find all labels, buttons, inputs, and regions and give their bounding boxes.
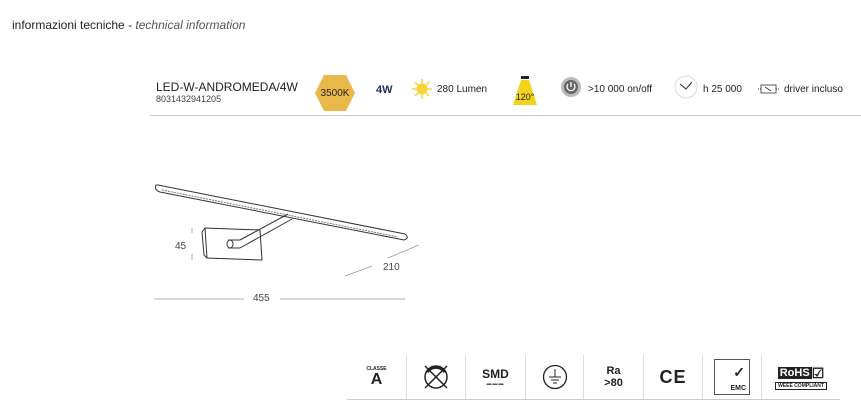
clock-icon xyxy=(674,75,698,99)
title-italian: informazioni tecniche xyxy=(12,18,125,32)
footer-divider xyxy=(347,399,840,400)
product-code: 8031432941205 xyxy=(156,94,222,104)
smd-badge: SMD ▬▬▬ xyxy=(465,355,525,399)
ra-label: Ra xyxy=(606,365,621,377)
ground-badge xyxy=(525,355,583,399)
driver-icon xyxy=(758,84,779,94)
beam-angle: 120° xyxy=(515,92,535,102)
ra-value: >80 xyxy=(604,377,623,389)
title-english: technical information xyxy=(135,18,246,32)
emc-badge: ✓ EMC xyxy=(702,355,761,399)
energy-class-badge: CLASSE A xyxy=(347,355,406,399)
power: 4W xyxy=(376,84,393,96)
weee-label: WEEE COMPLIANT xyxy=(775,381,827,390)
smd-chips-icon: ▬▬▬ xyxy=(486,381,505,387)
dimension-height: 45 xyxy=(175,241,187,252)
rohs-label: RoHS xyxy=(777,367,812,379)
title-separator: - xyxy=(128,18,133,32)
smd-label: SMD xyxy=(482,367,509,381)
sun-icon xyxy=(412,79,432,99)
emc-icon: ✓ EMC xyxy=(714,359,750,395)
rohs-badge: RoHS☑ WEEE COMPLIANT xyxy=(761,355,840,399)
class-label: CLASSE xyxy=(366,366,387,372)
power-button-icon xyxy=(561,77,581,97)
section-title: informazioni tecniche - technical inform… xyxy=(12,18,245,32)
no-dimmer-badge xyxy=(406,355,465,399)
switching-cycles: >10 000 on/off xyxy=(588,84,653,95)
dimension-width: 455 xyxy=(253,293,270,304)
lamp-drawing xyxy=(154,184,420,300)
beam-angle-icon xyxy=(513,76,537,105)
not-dimmable-icon xyxy=(424,365,448,389)
color-temperature: 3500K xyxy=(320,88,350,99)
emc-label: EMC xyxy=(730,385,746,392)
driver-included: driver incluso xyxy=(784,84,843,95)
earth-ground-icon xyxy=(542,364,567,390)
header-divider xyxy=(150,115,861,116)
check-icon: ☑ xyxy=(811,364,825,381)
dimension-depth: 210 xyxy=(383,262,400,273)
class-value: A xyxy=(370,371,383,388)
ce-badge: CE xyxy=(643,355,702,399)
model-name: LED-W-ANDROMEDA/4W xyxy=(156,80,298,94)
lifetime: h 25 000 xyxy=(703,84,742,95)
ce-mark: CE xyxy=(659,366,687,387)
lumen: 280 Lumen xyxy=(437,84,488,95)
hexagon-icon xyxy=(315,75,355,111)
cri-badge: Ra >80 xyxy=(583,355,643,399)
